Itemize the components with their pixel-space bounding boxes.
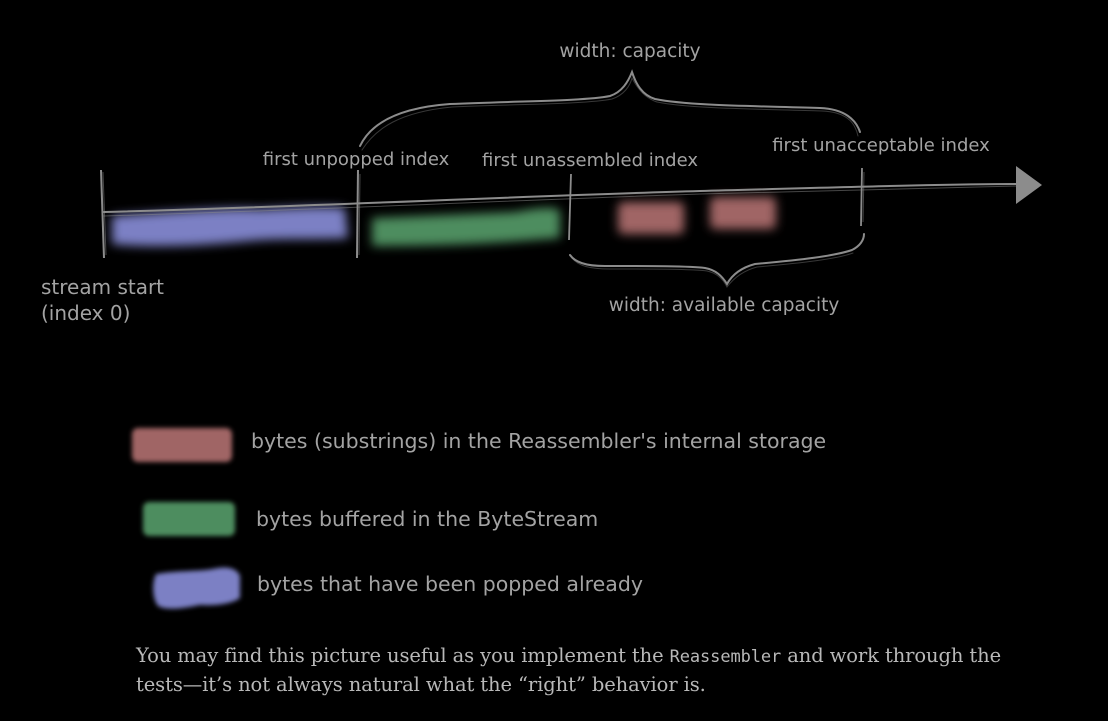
legend-swatch — [132, 428, 232, 462]
available-capacity-label: width: available capacity — [609, 295, 840, 316]
stream-start-label: stream start — [41, 275, 164, 299]
reassembler-substring-2 — [710, 197, 776, 229]
caption-text-after: and work through the tests—it’s not alwa… — [136, 644, 1002, 696]
caption: You may find this picture useful as you … — [136, 642, 1036, 699]
buffered-bytes-segment — [372, 207, 560, 246]
reassembler-substring-1 — [618, 202, 684, 234]
first-unpopped-index-label: first unpopped index — [263, 149, 450, 170]
legend-label: bytes that have been popped already — [257, 572, 643, 596]
tick-first-unacceptable-index — [860, 167, 865, 227]
first-unassembled-index-label: first unassembled index — [482, 150, 698, 171]
legend-item-popped: bytes that have been popped already — [153, 567, 643, 609]
legend: bytes (substrings) in the Reassembler's … — [132, 428, 826, 609]
stream-axis — [103, 183, 1019, 217]
caption-text-before: You may find this picture useful as you … — [136, 644, 670, 667]
tick-stream-start — [100, 169, 107, 259]
tick-first-unpopped-index — [356, 169, 361, 259]
tick-first-unassembled-index — [568, 173, 572, 241]
legend-swatch — [143, 502, 235, 536]
capacity-brace — [359, 69, 861, 151]
legend-item-reassembler-storage: bytes (substrings) in the Reassembler's … — [132, 428, 826, 462]
available-capacity-brace — [569, 233, 865, 288]
stream-start-index-label: (index 0) — [41, 301, 130, 325]
reassembler-diagram: width: capacity first unpopped index fir… — [41, 41, 1042, 609]
first-unacceptable-index-label: first unacceptable index — [772, 135, 990, 156]
legend-swatch — [153, 567, 240, 609]
legend-item-bytestream-buffered: bytes buffered in the ByteStream — [143, 502, 598, 536]
stream-arrowhead-icon — [1016, 166, 1042, 204]
legend-label: bytes buffered in the ByteStream — [256, 507, 598, 531]
legend-label: bytes (substrings) in the Reassembler's … — [251, 429, 826, 453]
caption-code-reassembler: Reassembler — [669, 647, 782, 667]
capacity-label: width: capacity — [559, 41, 700, 62]
popped-bytes-segment — [112, 206, 348, 247]
